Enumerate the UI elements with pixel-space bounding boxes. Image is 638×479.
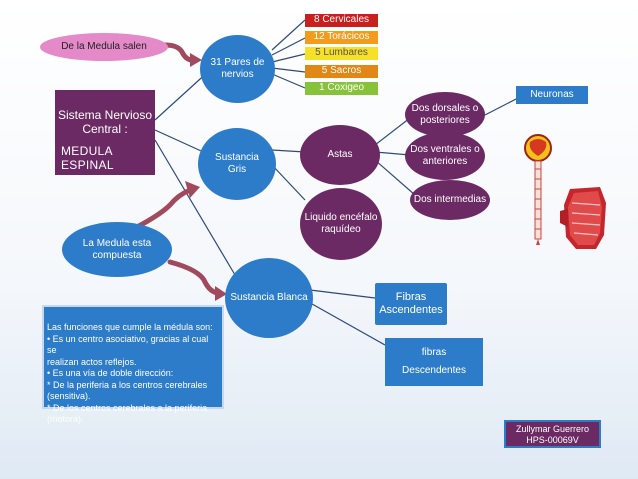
spinal-cord-illustration <box>524 134 552 245</box>
compuesta-line1: La Medula esta <box>82 237 152 249</box>
functions-line: * De la periferia a los centros cerebral… <box>47 379 208 390</box>
ventrales-line2: anteriores <box>422 156 468 167</box>
dorsales-node: Dos dorsales o posteriores <box>405 92 485 137</box>
fibras-desc-line2: Descendentes <box>402 365 466 376</box>
nerve-sacros: 5 Sacros <box>305 65 378 78</box>
dorsales-line2: posteriores <box>420 114 470 126</box>
main-title-line2: Central : <box>82 122 128 136</box>
pares-node: 31 Pares de nervios <box>200 35 275 103</box>
fibras-desc-line1: fibras <box>421 347 447 358</box>
functions-line: realizan actos reflejos. <box>47 356 137 367</box>
pares-line2: nervios <box>221 69 254 80</box>
intermedias-node: Dos intermedias <box>410 180 490 220</box>
nerve-toracicos: 12 Torácicos <box>305 31 378 44</box>
neuronas-label: Neuronas <box>530 89 574 100</box>
fibras-ascendentes-box: Fibras Ascendentes <box>375 283 447 325</box>
nerve-cervicales: 8 Cervicales <box>305 14 378 27</box>
functions-line: (motora). <box>47 414 84 424</box>
functions-box: Las funciones que cumple la médula son: … <box>42 305 224 424</box>
gris-line1: Sustancia <box>215 152 259 163</box>
intermedias-label: Dos intermedias <box>413 194 487 205</box>
salen-label: De la Medula salen <box>61 41 147 52</box>
pares-line1: 31 Pares de <box>210 57 265 68</box>
cross-section-illustration <box>560 187 606 249</box>
fibras-asc-line2: Ascendentes <box>379 304 443 316</box>
liquido-line2: raquídeo <box>321 224 361 235</box>
blanca-label: Sustancia Blanca <box>230 292 308 303</box>
gris-line2: Gris <box>227 164 247 175</box>
compuesta-line2: compuesta <box>92 249 142 261</box>
main-title-box: Sistema Nervioso Central : MEDULA ESPINA… <box>55 90 155 175</box>
functions-line: Las funciones que cumple la médula son: <box>47 322 213 332</box>
sustancia-blanca-node: Sustancia Blanca <box>225 258 313 338</box>
functions-line: • Es un centro asociativo, gracias al cu… <box>47 333 209 356</box>
functions-line: • Es una vía de doble dirección: <box>47 368 174 378</box>
fibras-descendentes-box: fibras Descendentes <box>385 338 483 386</box>
astas-node: Astas <box>300 125 380 185</box>
nerve-coxigeo: 1 Coxigeo <box>305 82 378 95</box>
fibras-asc-line1: Fibras <box>395 290 427 303</box>
sustancia-gris-node: Sustancia Gris <box>198 128 276 200</box>
author-code: HPS-00069V <box>526 435 579 445</box>
author-box: Zullymar Guerrero HPS-00069V <box>504 420 601 448</box>
neuronas-box: Neuronas <box>516 86 588 104</box>
salen-bubble: De la Medula salen <box>40 33 168 61</box>
compuesta-bubble: La Medula esta compuesta <box>62 222 172 277</box>
main-title-line1: Sistema Nervioso <box>57 108 153 122</box>
ventrales-node: Dos ventrales o anteriores <box>405 132 485 180</box>
functions-line: * De los centros cerebrales a la perifer… <box>47 402 208 413</box>
author-name: Zullymar Guerrero <box>515 424 589 434</box>
functions-line: (sensitiva). <box>47 391 91 401</box>
nerve-lumbares: 5 Lumbares <box>305 47 378 60</box>
liquido-line1: Liquido encéfalo <box>304 212 378 223</box>
liquido-node: Liquido encéfalo raquídeo <box>300 188 382 260</box>
astas-label: Astas <box>327 149 353 160</box>
main-title-line3: MEDULA ESPINAL <box>61 144 114 172</box>
ventrales-line1: Dos ventrales o <box>410 144 480 155</box>
dorsales-line1: Dos dorsales o <box>411 102 479 114</box>
